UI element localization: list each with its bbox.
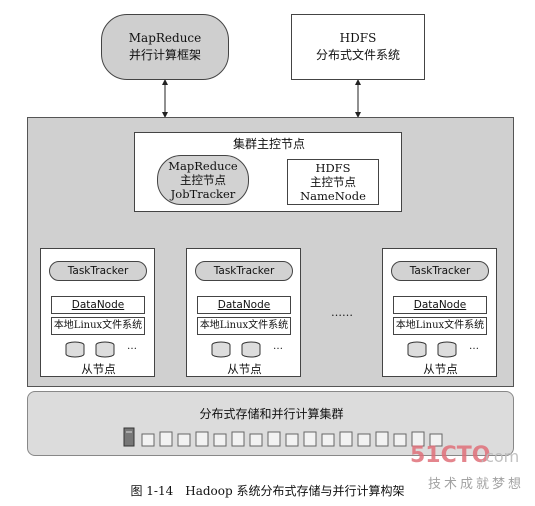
storage-cluster-title: 分布式存储和并行计算集群 bbox=[199, 407, 344, 421]
hdfs-desc: 分布式文件系统 bbox=[315, 48, 400, 62]
server-rack-icons bbox=[123, 427, 443, 447]
site-watermark: 51CTO .com 技术成就梦想 bbox=[408, 436, 532, 494]
slave-node: TaskTracker DataNode 本地Linux文件系统 … 从节点 bbox=[382, 248, 497, 377]
svg-text:51CTO: 51CTO bbox=[410, 443, 490, 468]
more-disks-dots: … bbox=[469, 341, 479, 352]
disk-icons bbox=[407, 341, 457, 358]
local-linux-fs-box: 本地Linux文件系统 bbox=[197, 317, 291, 335]
slave-node-label: 从节点 bbox=[81, 362, 116, 376]
hdfs-filesystem-box: HDFS 分布式文件系统 bbox=[291, 14, 425, 80]
tasktracker-box: TaskTracker bbox=[391, 261, 489, 281]
jobtracker-box: MapReduce 主控节点 JobTracker bbox=[157, 155, 249, 205]
namenode-line1: HDFS bbox=[315, 161, 351, 175]
slave-node-label: 从节点 bbox=[423, 362, 458, 376]
disk-icon bbox=[407, 341, 427, 358]
tasktracker-box: TaskTracker bbox=[195, 261, 293, 281]
disk-icons bbox=[65, 341, 115, 358]
local-linux-fs-box: 本地Linux文件系统 bbox=[393, 317, 487, 335]
slave-node: TaskTracker DataNode 本地Linux文件系统 … 从节点 bbox=[40, 248, 155, 377]
mapreduce-framework-desc: 并行计算框架 bbox=[128, 48, 201, 62]
jobtracker-line3: JobTracker bbox=[170, 187, 236, 201]
server-tower-icon bbox=[123, 427, 135, 447]
disk-icons bbox=[211, 341, 261, 358]
disk-icon bbox=[437, 341, 457, 358]
mapreduce-framework-name: MapReduce bbox=[128, 31, 202, 45]
jobtracker-line2: 主控节点 bbox=[180, 173, 226, 187]
more-slaves-dots: …… bbox=[331, 306, 353, 319]
tasktracker-box: TaskTracker bbox=[49, 261, 147, 281]
disk-icon bbox=[95, 341, 115, 358]
local-linux-fs-box: 本地Linux文件系统 bbox=[51, 317, 145, 335]
more-disks-dots: … bbox=[127, 341, 137, 352]
storage-compute-cluster-bar: 分布式存储和并行计算集群 bbox=[27, 391, 514, 456]
watermark-logo: 51CTO .com 技术成就梦想 bbox=[410, 443, 524, 492]
jobtracker-line1: MapReduce bbox=[168, 159, 238, 173]
datanode-box: DataNode bbox=[197, 296, 291, 314]
namenode-box: HDFS 主控节点 NameNode bbox=[287, 159, 379, 205]
mapreduce-framework-box: MapReduce 并行计算框架 bbox=[101, 14, 229, 80]
svg-text:.com: .com bbox=[480, 447, 519, 466]
more-disks-dots: … bbox=[273, 341, 283, 352]
disk-icon bbox=[241, 341, 261, 358]
hdfs-name: HDFS bbox=[339, 31, 377, 45]
slave-node: TaskTracker DataNode 本地Linux文件系统 … 从节点 bbox=[186, 248, 301, 377]
master-node-title: 集群主控节点 bbox=[232, 137, 305, 151]
datanode-box: DataNode bbox=[51, 296, 145, 314]
figure-caption: 图 1-14 Hadoop 系统分布式存储与并行计算构架 bbox=[130, 484, 405, 498]
slave-node-label: 从节点 bbox=[227, 362, 262, 376]
namenode-line3: NameNode bbox=[300, 189, 366, 203]
datanode-box: DataNode bbox=[393, 296, 487, 314]
disk-icon bbox=[211, 341, 231, 358]
server-icons-row bbox=[141, 431, 443, 447]
disk-icon bbox=[65, 341, 85, 358]
svg-text:技术成就梦想: 技术成就梦想 bbox=[428, 476, 524, 492]
namenode-line2: 主控节点 bbox=[310, 175, 356, 189]
master-node-box: 集群主控节点 MapReduce 主控节点 JobTracker HDFS 主控… bbox=[134, 132, 402, 212]
